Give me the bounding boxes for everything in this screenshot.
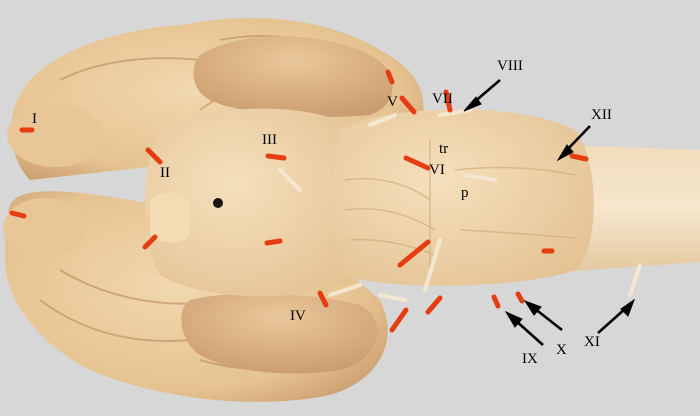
- midbrain: [145, 108, 365, 297]
- label-cranial-nerve-VI: VI: [429, 162, 445, 178]
- arrows: [463, 79, 636, 346]
- label-cranial-nerve-I: I: [32, 111, 37, 127]
- label-cranial-nerve-III: III: [262, 132, 277, 148]
- olfactory-bulb-bottom: [3, 198, 87, 258]
- label-cranial-nerve-IV: IV: [290, 308, 306, 324]
- optic-chiasm: [150, 192, 190, 243]
- pons-texture: [344, 140, 576, 270]
- label-cranial-nerve-VIII: VIII: [497, 58, 523, 74]
- olfactory-bulb-top: [7, 103, 103, 167]
- label-cranial-nerve-IX: IX: [522, 351, 538, 367]
- label-cranial-nerve-VII: VII: [432, 91, 453, 107]
- pin-markers: [9, 69, 589, 333]
- label-cranial-nerve-XII: XII: [591, 107, 612, 123]
- cerebellum-top: [193, 36, 393, 117]
- dark-spot: [213, 198, 223, 208]
- label-pyramid: p: [461, 185, 469, 201]
- label-cranial-nerve-X: X: [556, 342, 567, 358]
- label-trapezoid-body: tr: [439, 141, 449, 157]
- brainstem: [333, 109, 594, 286]
- cerebellum-bottom: [181, 293, 378, 374]
- spinal-cord: [560, 145, 700, 272]
- label-cranial-nerve-II: II: [160, 165, 170, 181]
- nerve-stumps: [278, 108, 642, 302]
- label-cranial-nerve-V: V: [387, 94, 398, 110]
- label-cranial-nerve-XI: XI: [584, 334, 600, 350]
